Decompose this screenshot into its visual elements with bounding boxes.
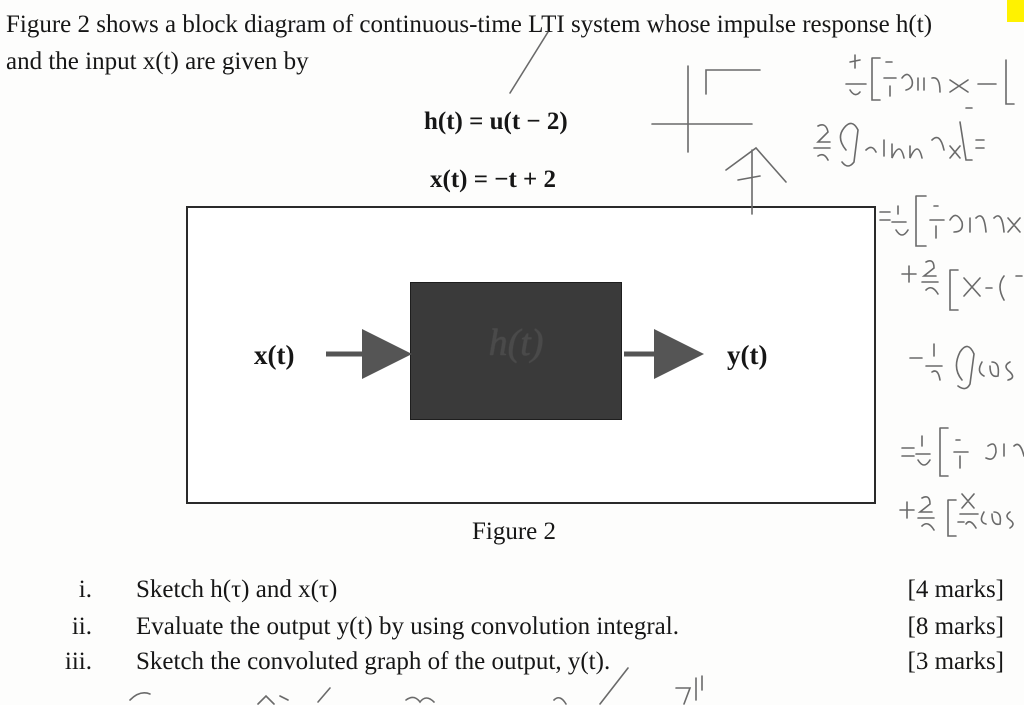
- question-row: iii. Sketch the convoluted graph of the …: [0, 648, 1024, 682]
- question-marks: [3 marks]: [907, 648, 1005, 675]
- problem-line-2: and the input x(t) are given by: [6, 48, 309, 75]
- impulse-response-equation: h(t) = u(t − 2): [424, 108, 568, 135]
- question-text: Evaluate the output y(t) by using convol…: [136, 613, 679, 640]
- question-marks: [4 marks]: [907, 576, 1005, 603]
- output-signal-label: y(t): [727, 340, 768, 370]
- input-signal-label: x(t): [254, 340, 295, 370]
- problem-line-1: Figure 2 shows a block diagram of contin…: [6, 11, 933, 38]
- figure-caption: Figure 2: [472, 518, 557, 545]
- yellow-highlight-mark: [1007, 0, 1024, 22]
- question-marks: [8 marks]: [907, 613, 1005, 640]
- input-signal-equation: x(t) = −t + 2: [430, 166, 557, 193]
- question-number: i.: [78, 576, 92, 603]
- system-block-label: h(t): [488, 322, 544, 364]
- question-number: ii.: [71, 613, 92, 640]
- question-row: i. Sketch h(τ) and x(τ) [4 marks]: [0, 576, 1024, 610]
- question-text: Sketch the convoluted graph of the outpu…: [136, 648, 611, 675]
- question-number: iii.: [64, 648, 92, 675]
- question-text: Sketch h(τ) and x(τ): [136, 576, 338, 603]
- system-block: h(t): [410, 282, 622, 420]
- problem-statement: Figure 2 shows a block diagram of contin…: [6, 6, 932, 80]
- question-row: ii. Evaluate the output y(t) by using co…: [0, 613, 1024, 647]
